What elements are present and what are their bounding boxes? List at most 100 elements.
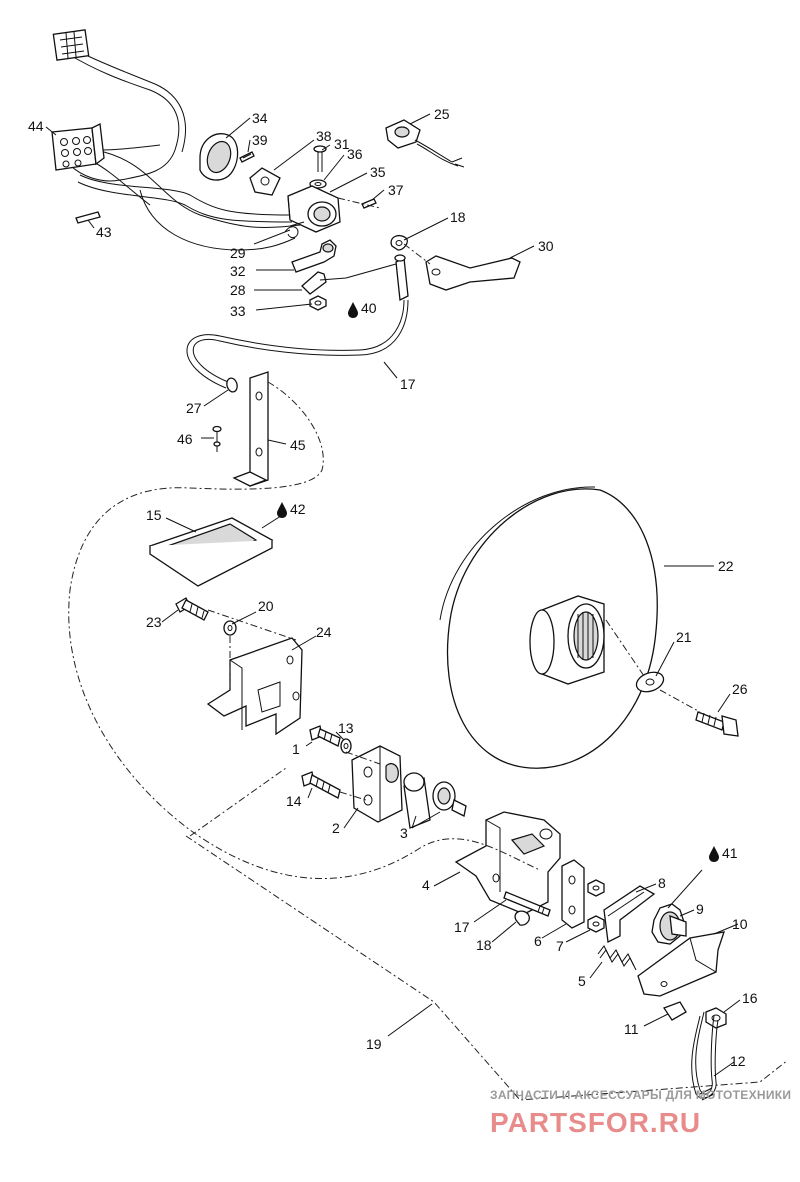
callout-8: 8 bbox=[658, 875, 666, 891]
grip-cap-34 bbox=[199, 133, 239, 181]
washer-36 bbox=[309, 179, 327, 189]
callout-34: 34 bbox=[252, 110, 268, 126]
washer-13 bbox=[340, 738, 352, 754]
callout-15: 15 bbox=[146, 507, 162, 523]
bolt-14 bbox=[301, 771, 341, 799]
cable-17 bbox=[186, 299, 409, 389]
callout-32: 32 bbox=[230, 263, 246, 279]
washer-20 bbox=[223, 620, 237, 636]
e-clip-18-lower bbox=[514, 910, 530, 926]
callout-21: 21 bbox=[676, 629, 692, 645]
callout-20: 20 bbox=[258, 598, 274, 614]
plate-8 bbox=[603, 885, 656, 943]
pad-15 bbox=[148, 517, 274, 587]
callout-39: 39 bbox=[252, 132, 268, 148]
callout-24: 24 bbox=[316, 624, 332, 640]
callout-13: 13 bbox=[338, 720, 354, 736]
nut-7-upper bbox=[587, 879, 605, 897]
wiring-harness bbox=[52, 29, 301, 251]
callout-17-lower: 17 bbox=[454, 919, 470, 935]
callout-31: 31 bbox=[334, 136, 350, 152]
callout-37: 37 bbox=[388, 182, 404, 198]
callout-2: 2 bbox=[332, 820, 340, 836]
housing-35 bbox=[287, 185, 341, 233]
callout-42: 42 bbox=[290, 501, 306, 517]
callout-5: 5 bbox=[578, 973, 586, 989]
block-2 bbox=[351, 745, 403, 823]
callout-9: 9 bbox=[696, 901, 704, 917]
drive-pulley-22 bbox=[439, 486, 658, 769]
connector-44 bbox=[51, 123, 105, 171]
gear-9 bbox=[651, 903, 687, 945]
callout-28: 28 bbox=[230, 282, 246, 298]
clip-43 bbox=[75, 211, 101, 224]
oil-drop-icon bbox=[709, 846, 719, 862]
screw-31 bbox=[313, 145, 327, 172]
bracket-38 bbox=[249, 167, 281, 196]
callout-14: 14 bbox=[286, 793, 302, 809]
spring-29 bbox=[284, 221, 305, 239]
callout-45: 45 bbox=[290, 437, 306, 453]
clip-28 bbox=[301, 271, 327, 295]
bolt-23 bbox=[175, 597, 209, 621]
shaft-17 bbox=[503, 891, 551, 917]
washer-21 bbox=[635, 671, 665, 693]
bracket-24 bbox=[206, 637, 303, 736]
oil-drop-icon bbox=[348, 302, 358, 318]
callout-30: 30 bbox=[538, 238, 554, 254]
lever-30 bbox=[425, 255, 521, 291]
cable-end bbox=[394, 254, 409, 302]
callout-29: 29 bbox=[230, 245, 246, 261]
plate-6 bbox=[561, 859, 585, 929]
callout-27: 27 bbox=[186, 400, 202, 416]
lever-32 bbox=[291, 239, 337, 273]
callout-1: 1 bbox=[292, 741, 300, 757]
leader-lines bbox=[45, 113, 741, 1077]
rollers-3 bbox=[403, 772, 467, 829]
harness-plug-top bbox=[52, 29, 90, 61]
callout-labels: 44 43 34 39 38 31 36 35 37 25 18 30 29 3… bbox=[28, 106, 758, 1069]
callout-35: 35 bbox=[370, 164, 386, 180]
callout-4: 4 bbox=[422, 877, 430, 893]
bracket-45 bbox=[232, 371, 269, 487]
callout-18-lower: 18 bbox=[476, 937, 492, 953]
pin-37 bbox=[361, 198, 377, 209]
e-clip-18-top bbox=[390, 234, 408, 251]
callout-3: 3 bbox=[400, 825, 408, 841]
callout-22: 22 bbox=[718, 558, 734, 574]
watermark-tagline: ЗАПЧАСТИ И АКСЕССУАРЫ ДЛЯ МОТОТЕХНИКИ bbox=[490, 1088, 791, 1102]
bracket-11 bbox=[663, 1001, 687, 1021]
watermark: ЗАПЧАСТИ И АКСЕССУАРЫ ДЛЯ МОТОТЕХНИКИ PA… bbox=[490, 1088, 791, 1138]
screw-39 bbox=[239, 151, 255, 163]
callout-23: 23 bbox=[146, 614, 162, 630]
rivet-46 bbox=[212, 425, 222, 452]
spring-5 bbox=[597, 945, 637, 971]
bolt-26 bbox=[695, 711, 739, 737]
callout-16: 16 bbox=[742, 990, 758, 1006]
callout-41: 41 bbox=[722, 845, 738, 861]
watermark-brand: PARTSFOR.RU bbox=[490, 1107, 701, 1138]
callout-19: 19 bbox=[366, 1036, 382, 1052]
oil-drop-icon bbox=[277, 502, 287, 518]
callout-17-top: 17 bbox=[400, 376, 416, 392]
housing-10 bbox=[637, 931, 725, 997]
callout-6: 6 bbox=[534, 933, 542, 949]
callout-36: 36 bbox=[347, 146, 363, 162]
callout-46: 46 bbox=[177, 431, 193, 447]
grommet-27 bbox=[226, 377, 238, 393]
callout-25: 25 bbox=[434, 106, 450, 122]
callout-12: 12 bbox=[730, 1053, 746, 1069]
callout-38: 38 bbox=[316, 128, 332, 144]
callout-11: 11 bbox=[624, 1021, 639, 1037]
callout-18-top: 18 bbox=[450, 209, 466, 225]
nut-33 bbox=[309, 295, 327, 311]
nut-16 bbox=[705, 1007, 727, 1029]
callout-43: 43 bbox=[96, 224, 112, 240]
callout-26: 26 bbox=[732, 681, 748, 697]
callout-10: 10 bbox=[732, 916, 748, 932]
nut-7-lower bbox=[587, 915, 605, 933]
callout-33: 33 bbox=[230, 303, 246, 319]
assembly-lines bbox=[68, 197, 789, 1101]
callout-44: 44 bbox=[28, 118, 44, 134]
